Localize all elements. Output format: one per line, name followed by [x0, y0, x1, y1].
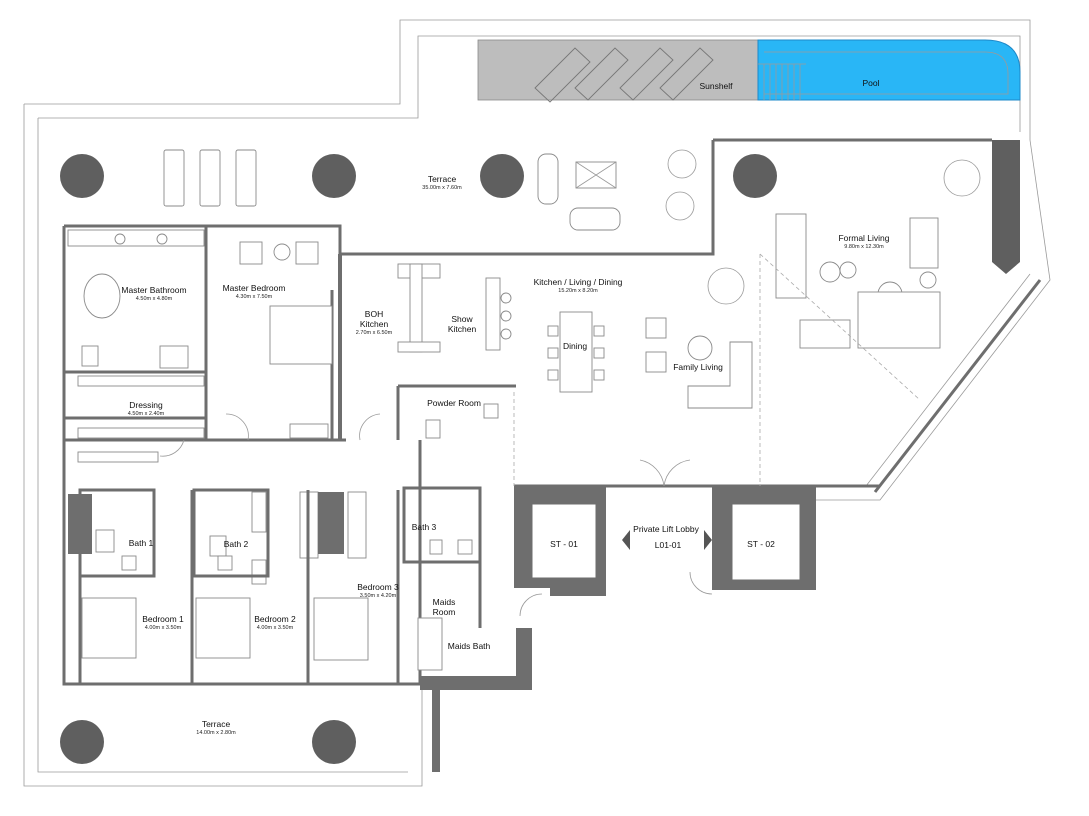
- column: [60, 154, 104, 198]
- column: [312, 154, 356, 198]
- facade-column: [992, 140, 1020, 274]
- master-bathroom-fixtures: [67, 229, 205, 369]
- sun-loungers: [534, 47, 714, 103]
- corridor-walls: [78, 490, 400, 684]
- column: [312, 720, 356, 764]
- column: [733, 154, 777, 198]
- maids-area-wall: [420, 628, 532, 772]
- powder-room-fixtures: [425, 403, 499, 439]
- shaft: [318, 492, 344, 554]
- columns: [60, 154, 777, 764]
- outer-left-edge-inner: [37, 118, 408, 773]
- terrace-loungers: [163, 149, 257, 207]
- shaft: [68, 494, 92, 554]
- interior-walls: [62, 140, 880, 686]
- bath-walls: [78, 486, 482, 578]
- zone-boundary: [513, 253, 921, 486]
- plant-icon: [665, 149, 981, 305]
- bath-fixtures: [95, 529, 473, 571]
- terrace-seating: [537, 153, 621, 231]
- master-bedroom-furniture: [239, 241, 333, 439]
- beds: [81, 597, 443, 671]
- lift-st01: [531, 503, 597, 579]
- lobby-arrow-right-icon: [704, 530, 712, 550]
- pool-steps: [758, 63, 806, 100]
- lobby-arrow-left-icon: [622, 530, 630, 550]
- column: [60, 720, 104, 764]
- lift-st02: [731, 503, 801, 581]
- angled-facade-inner: [865, 273, 1031, 487]
- formal-living-furniture: [775, 213, 941, 349]
- boh-kitchen-wall: [338, 254, 342, 440]
- outer-left-edge: [23, 104, 423, 787]
- pool-area: [757, 39, 1021, 101]
- doors: [159, 413, 713, 617]
- column: [480, 154, 524, 198]
- kitchen-counters: [397, 263, 512, 353]
- pool-inner-edge: [764, 51, 1009, 95]
- building-outline: [24, 19, 1051, 501]
- angled-facade: [873, 279, 1042, 493]
- dining-table: [547, 311, 605, 393]
- family-living-furniture: [645, 317, 753, 409]
